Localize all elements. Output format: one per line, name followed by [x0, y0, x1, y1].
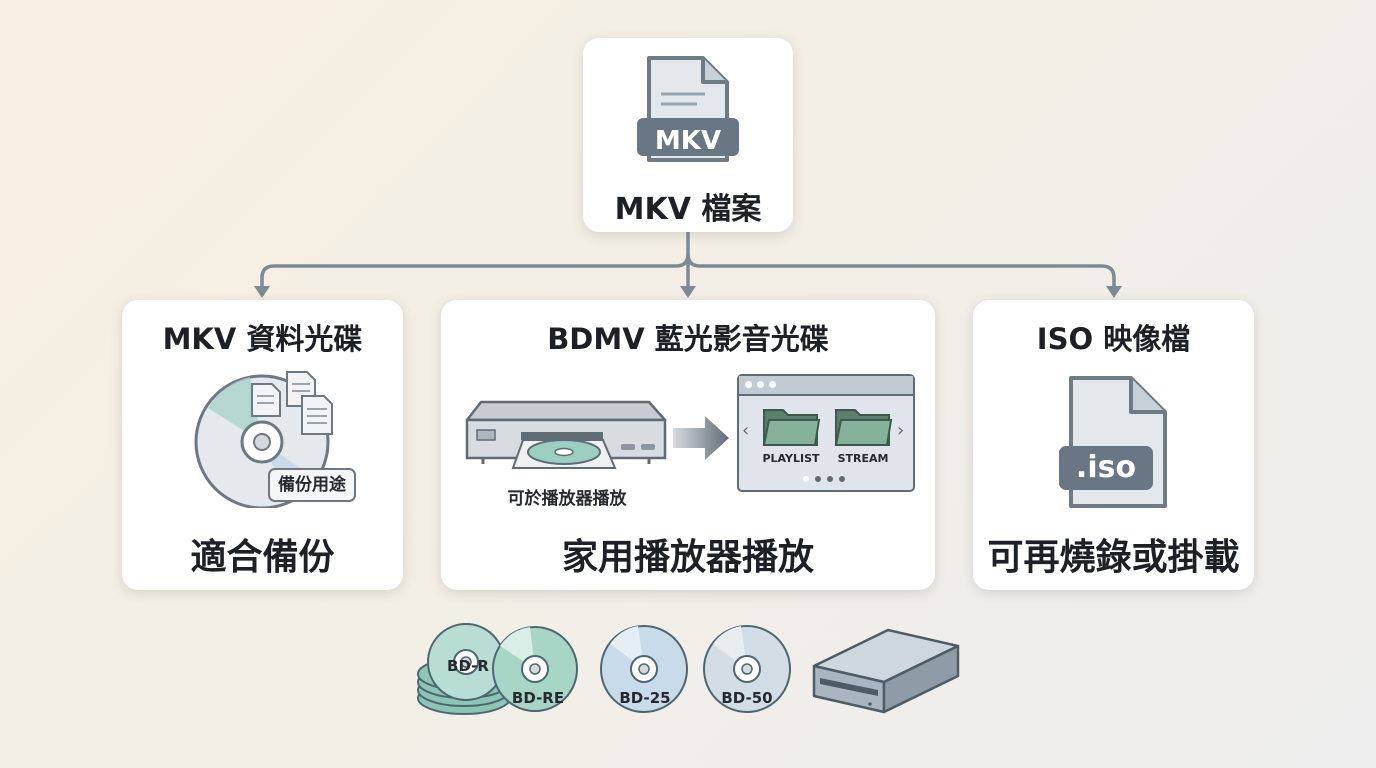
card-caption-reburn-mount: 可再燒錄或掛載	[987, 537, 1240, 578]
arrow-right-icon	[673, 416, 729, 460]
card-bdmv-bluray: BDMV 藍光影音光碟 可於播放器播放 ‹ ›	[441, 300, 935, 590]
arrow-head-left	[254, 286, 270, 298]
chevron-right-icon[interactable]: ›	[897, 420, 905, 441]
media-label-bd-50: BD-50	[721, 689, 773, 707]
bdmv-folder-window: ‹ › PLAYLIST STREAM	[737, 374, 915, 492]
document-icon	[637, 56, 739, 162]
bluray-player-icon	[465, 400, 667, 469]
card-title-iso: ISO 映像檔	[1036, 322, 1191, 356]
root-title: MKV 檔案	[614, 192, 762, 227]
card-caption-home-player: 家用播放器播放	[561, 537, 814, 578]
card-title-mkv-data-disc: MKV 資料光碟	[162, 322, 363, 356]
card-caption-suitable-backup: 適合備份	[190, 537, 335, 578]
folder-icon-stream	[834, 409, 893, 446]
disc-icon-bd-50	[703, 625, 791, 713]
arrow-head-right	[1106, 286, 1122, 298]
media-label-bd-re: BD-RE	[511, 689, 565, 707]
media-label-bd-r: BD-R	[447, 657, 489, 675]
media-label-bd-25: BD-25	[619, 689, 671, 707]
player-caption: 可於播放器播放	[507, 489, 627, 509]
card-mkv-data-disc: MKV 資料光碟 備份用途 適合備份	[122, 300, 403, 590]
root-card-mkv-file: MKV MKV 檔案	[583, 38, 793, 232]
folder-label-playlist: PLAYLIST	[762, 452, 820, 465]
optical-drive-icon	[812, 628, 960, 714]
card-title-bdmv: BDMV 藍光影音光碟	[547, 322, 829, 356]
window-titlebar	[739, 376, 913, 396]
chevron-left-icon[interactable]: ‹	[742, 420, 750, 441]
folder-label-stream: STREAM	[837, 452, 889, 465]
iso-file-badge: .iso	[1075, 450, 1137, 485]
mkv-file-badge: MKV	[654, 126, 722, 156]
card-iso-image: ISO 映像檔 .iso 可再燒錄或掛載	[973, 300, 1254, 590]
folder-icon-playlist	[762, 409, 821, 446]
disc-icon-bd-re	[492, 626, 578, 712]
disc-icon-bd-25	[600, 625, 688, 713]
backup-use-badge: 備份用途	[268, 468, 356, 502]
iso-file-icon	[1059, 376, 1167, 508]
arrow-head-center	[680, 286, 696, 298]
